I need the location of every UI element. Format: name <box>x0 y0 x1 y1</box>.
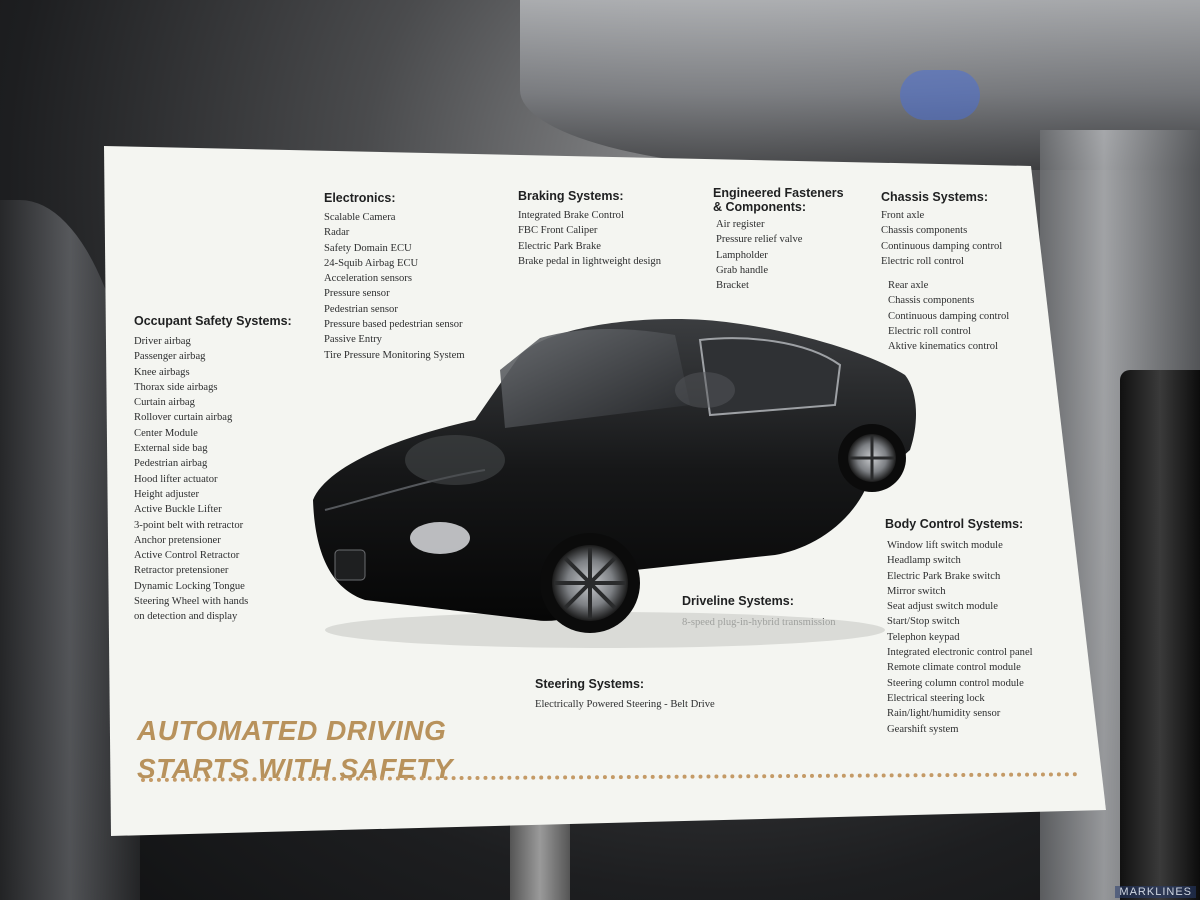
list-item: Pedestrian airbag <box>134 458 208 470</box>
item-list: Electrically Powered Steering - Belt Dri… <box>535 697 715 712</box>
section-fasteners: Engineered Fasteners & Components: Air r… <box>713 186 844 293</box>
list-item: Anchor pretensioner <box>134 534 221 546</box>
section-title: Steering Systems: <box>535 677 645 691</box>
list-item: Grab handle <box>716 264 769 276</box>
list-item: External side bag <box>134 443 208 455</box>
list-item: Pressure sensor <box>324 288 390 300</box>
list-item: Safety Domain ECU <box>324 242 412 254</box>
list-item: Passenger airbag <box>134 351 206 363</box>
list-item: Driver airbag <box>134 336 191 347</box>
section-title: Engineered Fasteners & Components: <box>713 186 844 214</box>
list-item: Curtain airbag <box>134 397 195 409</box>
tagline: AUTOMATED DRIVING STARTS WITH SAFETY <box>137 712 453 788</box>
section-title: Braking Systems: <box>518 189 624 203</box>
list-item: Knee airbags <box>134 366 190 378</box>
stanchion-post <box>1120 370 1200 900</box>
section-body-control: Body Control Systems: Window lift switch… <box>885 517 1033 737</box>
list-item: Thorax side airbags <box>134 381 218 393</box>
list-item: Integrated electronic control panel <box>887 647 1033 659</box>
list-item: FBC Front Caliper <box>518 225 598 237</box>
list-item: Radar <box>324 227 350 239</box>
section-braking: Braking Systems: Integrated Brake Contro… <box>518 189 661 269</box>
section-title-line1: Engineered Fasteners <box>713 186 844 200</box>
list-item: Integrated Brake Control <box>518 210 624 221</box>
list-item: Scalable Camera <box>324 212 396 223</box>
list-item: Bracket <box>716 280 749 292</box>
list-item: Headlamp switch <box>887 555 961 567</box>
list-item: Start/Stop switch <box>887 616 960 628</box>
list-item: Telephon keypad <box>887 631 960 643</box>
list-item: Acceleration sensors <box>324 273 412 285</box>
list-item: 24-Squib Airbag ECU <box>324 257 419 269</box>
list-item: Rear axle <box>888 280 929 292</box>
list-item: Air register <box>716 219 765 230</box>
car-illustration <box>313 319 917 648</box>
list-item: Pressure relief valve <box>716 234 803 246</box>
list-item: Electric roll control <box>888 326 971 338</box>
list-item: Remote climate control module <box>887 662 1021 674</box>
list-item: Gearshift system <box>887 723 959 735</box>
list-item: Electrically Powered Steering - Belt Dri… <box>535 699 715 710</box>
list-item: Center Module <box>134 427 198 439</box>
list-item: Continuous damping control <box>881 240 1003 252</box>
list-item: Aktive kinematics control <box>888 341 999 353</box>
list-item: Steering column control module <box>887 677 1024 689</box>
list-item: Rain/light/humidity sensor <box>887 708 1001 720</box>
sign-stand <box>510 820 570 900</box>
list-item: Window lift switch module <box>887 540 1003 551</box>
list-item: Chassis components <box>888 295 975 307</box>
list-item: Active Buckle Lifter <box>134 504 222 516</box>
list-item: Dynamic Locking Tongue <box>134 580 245 592</box>
section-title: Occupant Safety Systems: <box>134 314 292 328</box>
section-steering: Steering Systems: Electrically Powered S… <box>535 677 715 712</box>
section-title: Driveline Systems: <box>682 594 794 608</box>
list-item: Active Control Retractor <box>134 550 240 562</box>
list-item: Height adjuster <box>134 488 200 500</box>
section-title: Electronics: <box>324 191 396 205</box>
list-item: Hood lifter actuator <box>134 473 218 485</box>
list-item: Front axle <box>881 210 925 221</box>
list-item: Lampholder <box>716 249 768 261</box>
list-item: Retractor pretensioner <box>134 565 229 577</box>
list-item: Steering Wheel with hands <box>134 596 249 608</box>
list-item: Pedestrian sensor <box>324 303 398 315</box>
list-item: Seat adjust switch module <box>887 601 998 613</box>
list-item: 3-point belt with retractor <box>134 519 244 531</box>
list-item: Electric Park Brake <box>518 240 601 252</box>
section-title-line2: & Components: <box>713 200 807 214</box>
watermark: MARKLINES <box>1115 886 1196 898</box>
list-item: Rollover curtain airbag <box>134 412 233 424</box>
tagline-line1: AUTOMATED DRIVING <box>137 715 447 746</box>
section-title: Chassis Systems: <box>881 190 989 204</box>
list-item: Electric Park Brake switch <box>887 570 1001 582</box>
list-item: Brake pedal in lightweight design <box>518 255 661 267</box>
list-item: Pressure based pedestrian sensor <box>324 319 463 331</box>
list-item: Mirror switch <box>887 585 946 597</box>
blue-light-reflection <box>900 70 980 120</box>
section-title: Body Control Systems: <box>885 517 1024 531</box>
list-item: Tire Pressure Monitoring System <box>324 349 465 361</box>
list-item: on detection and display <box>134 611 238 623</box>
list-item: Passive Entry <box>324 334 382 346</box>
list-item: Electric roll control <box>881 255 964 267</box>
list-item: Continuous damping control <box>888 310 1010 322</box>
list-item: Electrical steering lock <box>887 692 985 704</box>
tagline-line2: STARTS WITH SAFETY <box>137 753 453 784</box>
list-item: Chassis components <box>881 225 968 237</box>
